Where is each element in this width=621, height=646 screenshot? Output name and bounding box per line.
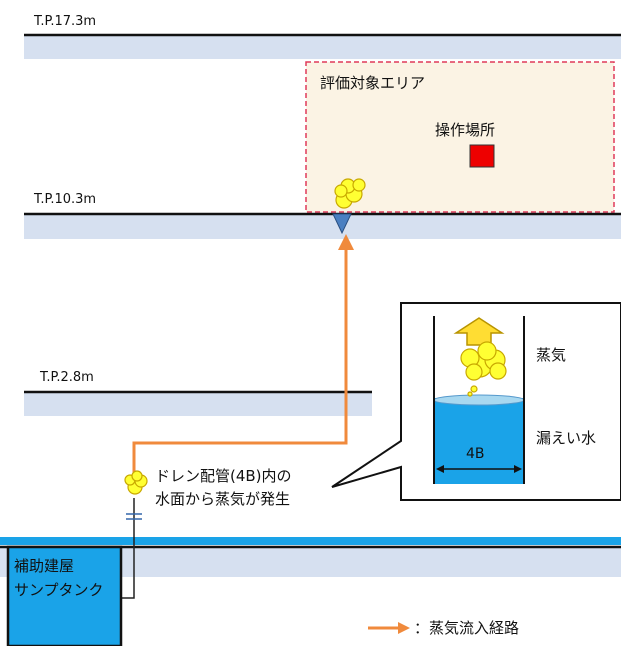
- sump-tank: [6, 545, 123, 646]
- steam-path-arrowhead: [338, 234, 354, 250]
- evaluation-area-label: 評価対象エリア: [320, 74, 426, 92]
- steam-cloud-inset: [460, 341, 507, 397]
- floor-band-2-8: [24, 392, 372, 416]
- legend-label: ：蒸気流入経路: [414, 619, 520, 637]
- floor-band-10-3: [24, 214, 621, 239]
- inset-pipe-size-label: 4B: [466, 446, 485, 462]
- inset-steam-label: 蒸気: [536, 346, 567, 364]
- inset-dimension-arrow-left: [436, 465, 444, 473]
- drain-caption-line1: ドレン配管(4B)内の: [155, 467, 292, 485]
- operation-site-marker: [469, 144, 495, 168]
- steam-cloud-drain: [124, 470, 148, 495]
- steam-cloud-area: [334, 178, 366, 209]
- inset-water-label: 漏えい水: [536, 429, 597, 447]
- inset-water-surface: [433, 394, 525, 406]
- floor-label-17-3: T.P.17.3m: [34, 14, 97, 29]
- tank-label-line2: サンプタンク: [14, 581, 104, 599]
- legend-arrowhead: [398, 622, 410, 634]
- tank-label-line1: 補助建屋: [14, 557, 75, 575]
- floor-band-17-3: [24, 35, 621, 59]
- steam-path-line: [132, 246, 348, 488]
- operation-site-label: 操作場所: [435, 121, 496, 139]
- floor-drain-funnel: [332, 213, 352, 235]
- drain-pipe: [120, 498, 135, 599]
- inset-dimension-arrow-right: [514, 465, 522, 473]
- inset-water: [434, 398, 524, 484]
- basement-blue-band: [0, 537, 621, 545]
- floor-label-10-3: T.P.10.3m: [34, 192, 97, 207]
- floor-label-2-8: T.P.2.8m: [40, 370, 94, 385]
- drain-caption-line2: 水面から蒸気が発生: [155, 490, 291, 508]
